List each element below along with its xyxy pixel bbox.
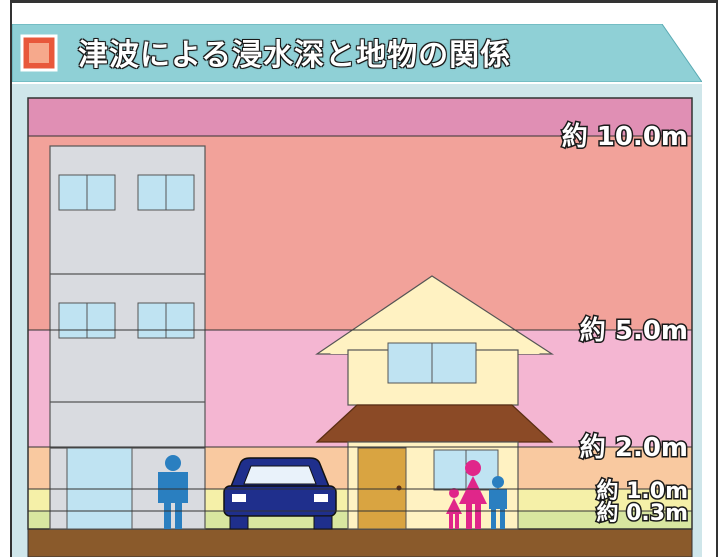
frame [10,0,718,557]
building-window [58,302,116,339]
title-banner: 津波による浸水深と地物の関係 [12,24,702,82]
building-window [137,174,195,211]
title-square-inner [29,43,49,63]
house-eave [315,404,554,443]
tsunami-depth-diagram: 約 10.0m 約 5.0m 約 2.0m 約 1.0m 約 0.3m [27,97,693,557]
ground [27,528,693,557]
level-label-10m: 約 10.0m [562,121,688,152]
person-icon [158,455,188,529]
building-window [58,174,116,211]
office-building [49,145,206,530]
house-window-upper [387,342,477,384]
top-rule [12,0,716,3]
car-icon [223,457,337,530]
band-above-10m [27,97,693,137]
level-label-1m: 約 1.0m [596,478,688,504]
family-icon [446,460,507,529]
level-label-03m: 約 0.3m [596,500,688,526]
level-label-5m: 約 5.0m [580,315,688,346]
level-label-2m: 約 2.0m [580,432,688,463]
banner-shape [12,24,702,82]
page-title: 津波による浸水深と地物の関係 [78,38,512,73]
building-window [137,302,195,339]
